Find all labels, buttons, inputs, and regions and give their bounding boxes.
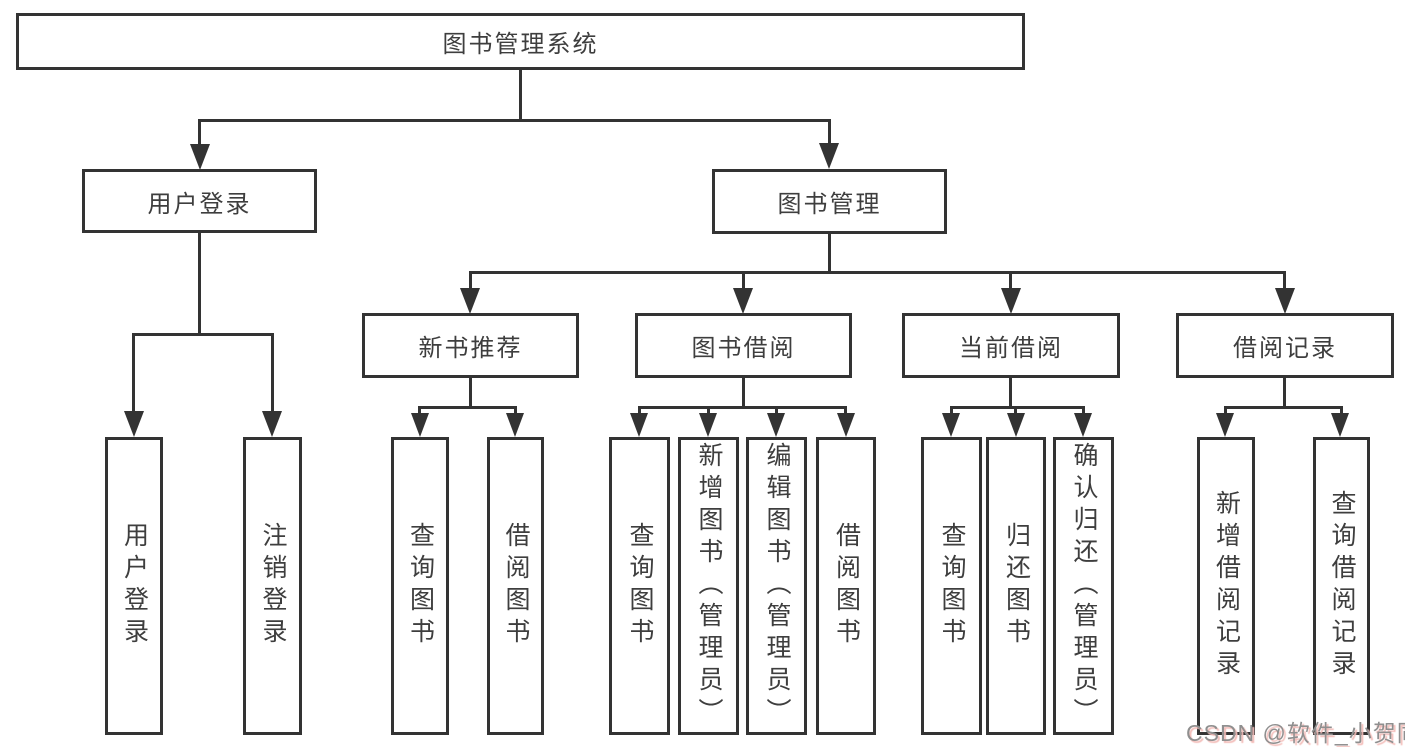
node-label: 用户登录 [120, 522, 149, 650]
node-borrow-records: 借阅记录 [1176, 313, 1394, 378]
line [950, 406, 1084, 409]
line [198, 119, 831, 122]
arrowhead-icon [124, 411, 144, 437]
line [1009, 271, 1012, 293]
leaf-return-books: 归还图书 [986, 437, 1046, 735]
leaf-borrow-books: 借阅图书 [816, 437, 876, 735]
node-book-borrow: 图书借阅 [635, 313, 852, 378]
node-label: 归还图书 [1002, 522, 1031, 650]
arrowhead-icon [411, 413, 429, 437]
line [828, 232, 831, 273]
arrowhead-icon [767, 413, 785, 437]
node-label: 查询图书 [938, 522, 966, 650]
node-label: 编辑图书（管理员） [763, 442, 791, 730]
node-new-book-recommend: 新书推荐 [362, 313, 579, 378]
line [775, 406, 778, 416]
node-label: 新增图书（管理员） [695, 442, 723, 730]
line [519, 68, 522, 122]
arrowhead-icon [506, 413, 524, 437]
arrowhead-icon [1275, 288, 1295, 314]
line [638, 406, 641, 416]
node-label: 借阅图书 [502, 522, 530, 650]
line [1283, 271, 1286, 293]
arrowhead-icon [1331, 413, 1349, 437]
line [469, 271, 472, 293]
leaf-logout-login: 注销登录 [243, 437, 302, 735]
node-label: 借阅记录 [1233, 335, 1337, 362]
line [132, 333, 135, 415]
line [1283, 378, 1286, 409]
line [638, 406, 847, 409]
line [1009, 378, 1012, 409]
leaf-edit-books-admin: 编辑图书（管理员） [746, 437, 807, 735]
node-label: 当前借阅 [959, 335, 1063, 362]
node-label: 图书管理 [777, 191, 882, 218]
node-label: 新增借阅记录 [1212, 490, 1241, 682]
line [1340, 406, 1343, 416]
line [1224, 406, 1343, 409]
node-label: 确认归还（管理员） [1070, 442, 1098, 730]
node-label: 注销登录 [259, 522, 287, 650]
line [271, 333, 274, 415]
leaf-query-books-current: 查询图书 [921, 437, 982, 735]
line [950, 406, 953, 416]
node-label: 借阅图书 [832, 522, 861, 650]
leaf-add-borrow-record: 新增借阅记录 [1197, 437, 1255, 735]
arrowhead-icon [1001, 288, 1021, 314]
line [418, 406, 421, 416]
line [707, 406, 710, 416]
leaf-query-borrow-record: 查询借阅记录 [1313, 437, 1370, 735]
line [198, 119, 201, 149]
node-label: 用户登录 [147, 190, 252, 218]
node-label: 查询图书 [626, 522, 654, 650]
leaf-confirm-return-admin: 确认归还（管理员） [1053, 437, 1114, 735]
node-label: 新书推荐 [418, 335, 523, 362]
arrowhead-icon [1216, 413, 1234, 437]
arrowhead-icon [630, 413, 648, 437]
line [418, 406, 517, 409]
line [828, 119, 831, 149]
leaf-query-books-borrow: 查询图书 [609, 437, 670, 735]
line [132, 333, 274, 336]
line [742, 271, 745, 293]
leaf-borrow-books-newrec: 借阅图书 [487, 437, 544, 735]
watermark: CSDN @软件_小贺同学 [1186, 720, 1405, 746]
node-label: 图书管理系统 [442, 31, 599, 58]
line [1014, 406, 1017, 416]
leaf-add-books-admin: 新增图书（管理员） [678, 437, 739, 735]
line [198, 232, 201, 335]
leaf-user-login: 用户登录 [105, 437, 163, 735]
arrowhead-icon [1007, 413, 1025, 437]
node-label: 查询借阅记录 [1328, 490, 1356, 682]
arrowhead-icon [1074, 413, 1092, 437]
leaf-query-books-newrec: 查询图书 [391, 437, 449, 735]
line [1224, 406, 1227, 416]
node-root: 图书管理系统 [16, 13, 1025, 70]
arrowhead-icon [699, 413, 717, 437]
line [742, 378, 745, 409]
arrowhead-icon [942, 413, 960, 437]
arrowhead-icon [262, 411, 282, 437]
line [1082, 406, 1085, 416]
line [844, 406, 847, 416]
arrowhead-icon [190, 144, 210, 170]
node-user-login: 用户登录 [82, 169, 317, 233]
node-current-borrow: 当前借阅 [902, 313, 1120, 378]
line [469, 271, 1286, 274]
arrowhead-icon [819, 143, 839, 169]
arrowhead-icon [460, 288, 480, 314]
line [469, 378, 472, 409]
arrowhead-icon [837, 413, 855, 437]
node-label: 查询图书 [406, 522, 435, 650]
arrowhead-icon [733, 288, 753, 314]
line [514, 406, 517, 416]
node-book-management: 图书管理 [712, 169, 947, 234]
node-label: 图书借阅 [691, 335, 796, 362]
